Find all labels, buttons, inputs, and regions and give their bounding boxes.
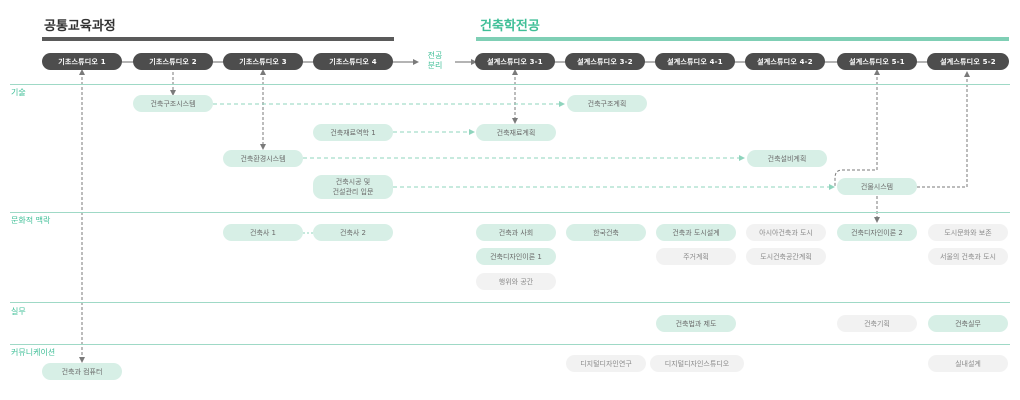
major-split-line2: 분리 bbox=[427, 61, 443, 70]
course-urban-culture[interactable]: 도시문화와 보존 bbox=[928, 224, 1008, 241]
common-curriculum-title: 공통교육과정 bbox=[44, 19, 116, 34]
studio-basic-1[interactable]: 기초스튜디오 1 bbox=[42, 53, 122, 70]
course-interior-design[interactable]: 실내설계 bbox=[928, 355, 1008, 372]
course-urban-space-plan[interactable]: 도시건축공간계획 bbox=[746, 248, 826, 265]
course-design-theory-1[interactable]: 건축디자인이론 1 bbox=[476, 248, 556, 265]
studio-design-3-1[interactable]: 설계스튜디오 3-1 bbox=[475, 53, 555, 70]
course-law-system[interactable]: 건축법과 제도 bbox=[656, 315, 736, 332]
common-curriculum-bar bbox=[42, 37, 394, 41]
major-bar bbox=[476, 37, 1009, 41]
course-arch-computer[interactable]: 건축과 컴퓨터 bbox=[42, 363, 122, 380]
course-arch-urban-design[interactable]: 건축과 도시설계 bbox=[656, 224, 736, 241]
divider-culture bbox=[10, 212, 1010, 213]
category-communication: 커뮤니케이션 bbox=[11, 348, 56, 357]
studio-basic-2[interactable]: 기초스튜디오 2 bbox=[133, 53, 213, 70]
category-tech: 기술 bbox=[11, 88, 26, 97]
course-equipment-plan[interactable]: 건축설비계획 bbox=[747, 150, 827, 167]
course-practice[interactable]: 건축실무 bbox=[928, 315, 1008, 332]
course-planning[interactable]: 건축기획 bbox=[837, 315, 917, 332]
course-structure-system[interactable]: 건축구조시스템 bbox=[133, 95, 213, 112]
studio-design-4-2[interactable]: 설계스튜디오 4-2 bbox=[745, 53, 825, 70]
course-digital-studio[interactable]: 디지털디자인스튜디오 bbox=[650, 355, 744, 372]
course-digital-research[interactable]: 디지털디자인연구 bbox=[566, 355, 646, 372]
category-practice: 실무 bbox=[11, 307, 26, 316]
course-arch-society[interactable]: 건축과 사회 bbox=[476, 224, 556, 241]
course-env-system[interactable]: 건축환경시스템 bbox=[223, 150, 303, 167]
divider-communication bbox=[10, 344, 1010, 345]
course-design-theory-2[interactable]: 건축디자인이론 2 bbox=[837, 224, 917, 241]
studio-basic-4[interactable]: 기초스튜디오 4 bbox=[313, 53, 393, 70]
course-housing-plan[interactable]: 주거계획 bbox=[656, 248, 736, 265]
course-seoul-arch-city[interactable]: 서울의 건축과 도시 bbox=[928, 248, 1008, 265]
studio-design-5-1[interactable]: 설계스튜디오 5-1 bbox=[837, 53, 917, 70]
course-structure-plan[interactable]: 건축구조계획 bbox=[567, 95, 647, 112]
course-construction-line1: 건축시공 및 bbox=[335, 178, 371, 186]
course-history-2[interactable]: 건축사 2 bbox=[313, 224, 393, 241]
major-title: 건축학전공 bbox=[480, 19, 540, 34]
course-behavior-space[interactable]: 행위와 공간 bbox=[476, 273, 556, 290]
major-split-line1: 전공 bbox=[427, 51, 443, 60]
studio-design-5-2[interactable]: 설계스튜디오 5-2 bbox=[927, 53, 1009, 70]
course-korean-arch[interactable]: 한국건축 bbox=[566, 224, 646, 241]
category-culture: 문화적 맥락 bbox=[11, 216, 51, 225]
course-materials-mechanics[interactable]: 건축재료역학 1 bbox=[313, 124, 393, 141]
course-construction-line2: 건설관리 입문 bbox=[332, 188, 374, 196]
course-asian-arch-city[interactable]: 아시아건축과 도시 bbox=[746, 224, 826, 241]
divider-tech bbox=[10, 84, 1010, 85]
studio-basic-3[interactable]: 기초스튜디오 3 bbox=[223, 53, 303, 70]
course-history-1[interactable]: 건축사 1 bbox=[223, 224, 303, 241]
studio-design-4-1[interactable]: 설계스튜디오 4-1 bbox=[655, 53, 735, 70]
course-building-system[interactable]: 건물시스템 bbox=[837, 178, 917, 195]
major-split-label: 전공 분리 bbox=[421, 51, 449, 71]
course-construction-intro[interactable]: 건축시공 및 건설관리 입문 bbox=[313, 175, 393, 199]
divider-practice bbox=[10, 302, 1010, 303]
course-materials-plan[interactable]: 건축재료계획 bbox=[476, 124, 556, 141]
studio-design-3-2[interactable]: 설계스튜디오 3-2 bbox=[565, 53, 645, 70]
